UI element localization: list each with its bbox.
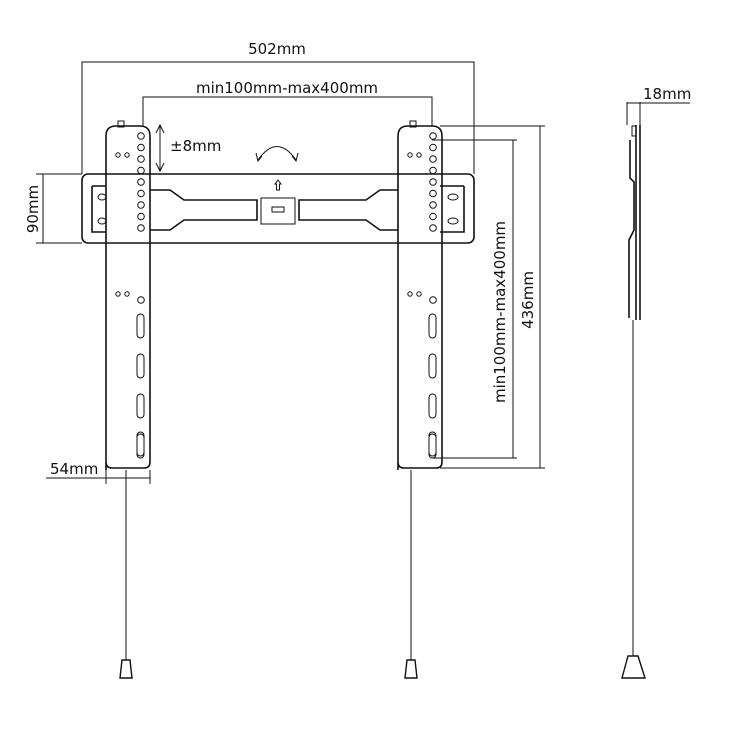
- depth-label: 18mm: [643, 85, 691, 103]
- vertical-adjust-label: ±8mm: [170, 137, 221, 155]
- up-arrow-icon: [274, 179, 282, 191]
- vesa-vertical-label: min100mm-max400mm: [491, 221, 509, 403]
- overall-width-label: 502mm: [248, 40, 306, 58]
- arm-height-label: 436mm: [519, 271, 537, 329]
- plate-height-label: 90mm: [24, 185, 42, 233]
- arm-width-label: 54mm: [50, 460, 98, 478]
- dimension-lines: [36, 61, 690, 484]
- tilt-arrow-icon: [255, 146, 299, 163]
- wall-plate: [81, 173, 475, 244]
- bracket-arm-right: [397, 120, 443, 470]
- vesa-horizontal-label: min100mm-max400mm: [196, 79, 378, 97]
- side-view: [621, 125, 646, 679]
- bracket-arm-left: [105, 120, 151, 470]
- pull-cords: [119, 470, 418, 679]
